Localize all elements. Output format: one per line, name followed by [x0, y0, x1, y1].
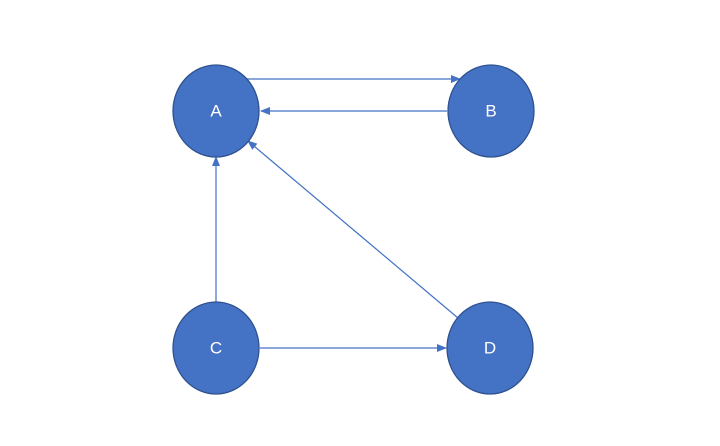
node-d-circle	[446, 301, 534, 395]
node-d-label: D	[484, 339, 496, 358]
node-b-label: B	[485, 102, 496, 121]
node-a-label: A	[210, 102, 222, 121]
edges-group	[212, 75, 461, 352]
node-c: C	[172, 301, 260, 395]
node-c-label: C	[210, 339, 222, 358]
node-b-circle	[447, 64, 535, 158]
node-a: A	[172, 64, 260, 158]
edge-d-to-a	[247, 140, 459, 319]
node-a-circle	[172, 64, 260, 158]
node-c-circle	[172, 301, 260, 395]
node-d: D	[446, 301, 534, 395]
node-b: B	[447, 64, 535, 158]
